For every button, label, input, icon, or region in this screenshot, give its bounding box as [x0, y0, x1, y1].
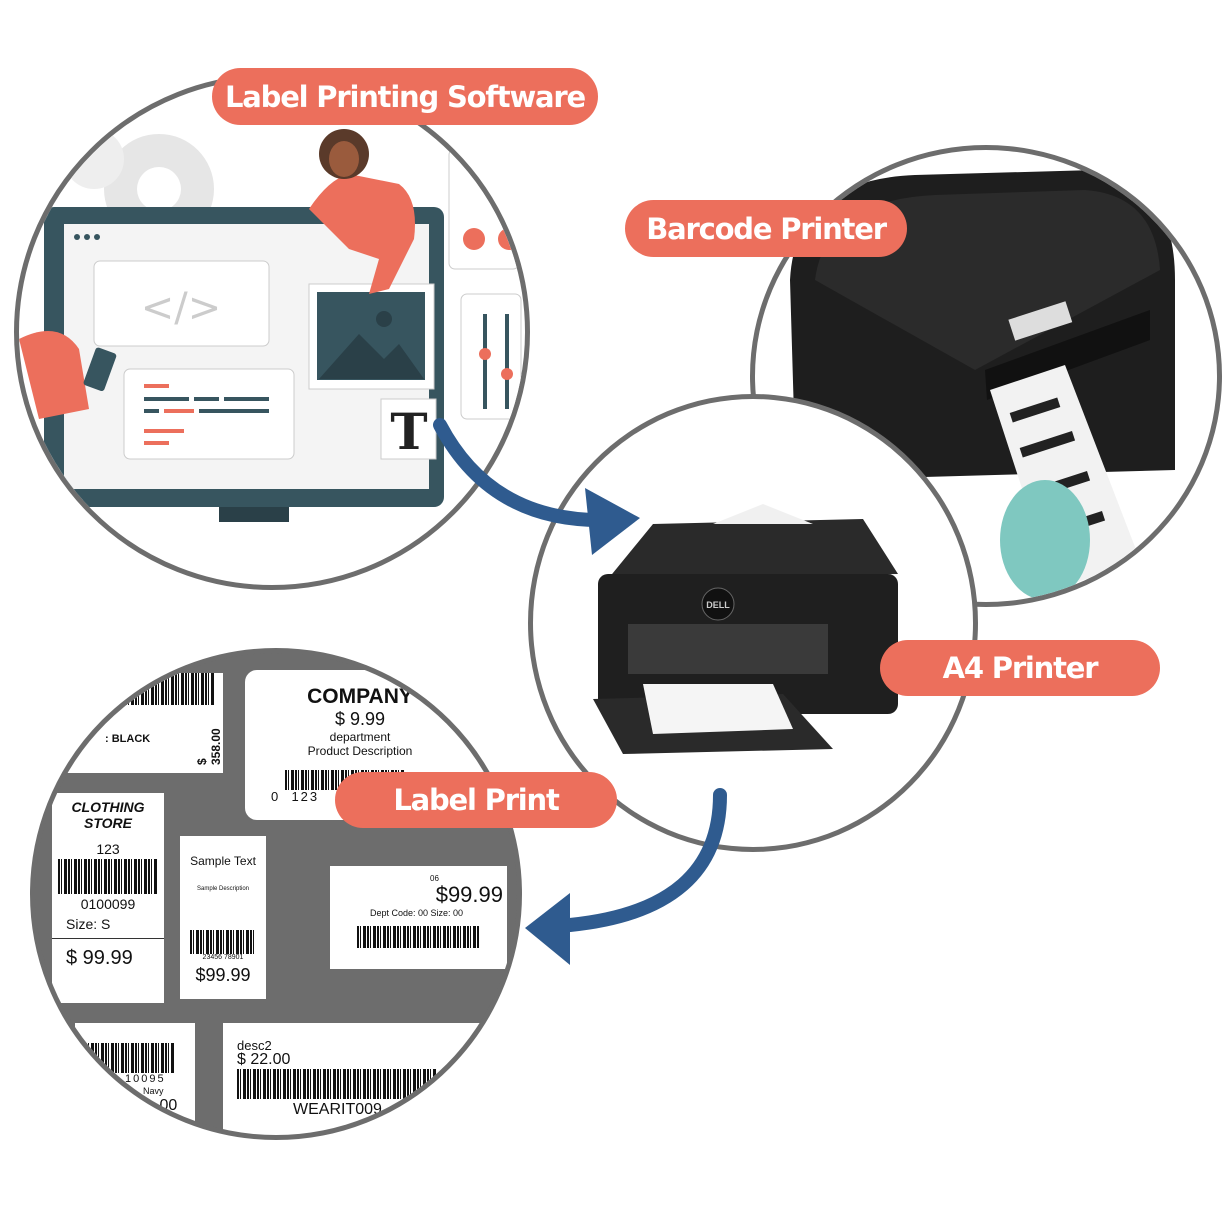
label-4-desc: Sample Description	[196, 886, 250, 892]
label-6-code: 10095	[125, 1073, 166, 1085]
label-7-code: WEARIT009	[293, 1101, 382, 1118]
code-icon: </>	[141, 285, 222, 331]
label-2-title: COMPANY	[307, 685, 413, 708]
label-3-code: 0100099	[80, 896, 136, 912]
label-7-desc: desc2	[237, 1038, 272, 1053]
label-5-dept: Dept Code: 00 Size: 00	[369, 908, 464, 918]
text-tool-icon: T	[390, 402, 427, 461]
a4-printer-image: DELL	[593, 504, 898, 754]
label-tag-6: 10095 Navy .00	[75, 1023, 195, 1123]
label-tag-7: desc2 $ 22.00 WEARIT009	[223, 1023, 483, 1135]
label-7-price: $ 22.00	[237, 1051, 291, 1068]
label-print-circle: : BLACK $ 358.00 COMPANY $ 9.99 departme…	[30, 648, 522, 1140]
label-5-price: $99.99	[435, 882, 503, 907]
label-1-color: : BLACK	[105, 733, 151, 745]
label-printing-software-label: Label Printing Software	[212, 68, 598, 125]
dell-logo: DELL	[706, 600, 730, 610]
label-6-color: Navy	[143, 1086, 164, 1096]
label-tag-5: 06 $99.99 Dept Code: 00 Size: 00	[330, 866, 507, 969]
label-2-price: $ 9.99	[334, 709, 386, 729]
arrowhead-2	[525, 893, 570, 965]
software-circle: </> T	[14, 74, 530, 590]
label-tag-1: : BLACK $ 358.00	[65, 673, 223, 773]
label-2-desc: Product Description	[307, 744, 413, 758]
a4-printer-label: A4 Printer	[880, 640, 1160, 696]
label-5-num: 06	[430, 874, 439, 883]
label-3-title2: STORE	[84, 815, 132, 831]
barcode-printer-label: Barcode Printer	[625, 200, 907, 257]
label-4-code: 23456 78901	[202, 954, 244, 961]
label-3-num: 123	[96, 841, 120, 857]
label-4-price: $99.99	[195, 965, 251, 985]
label-3-title1: CLOTHING	[71, 799, 145, 815]
label-4-title: Sample Text	[190, 854, 256, 868]
label-6-price: .00	[155, 1097, 178, 1114]
label-3-price: $ 99.99	[66, 947, 133, 969]
software-illustration: </> T	[19, 129, 522, 522]
label-2-code: 0 123	[271, 789, 320, 804]
label-2-dept: department	[329, 730, 391, 744]
label-3-size: Size: S	[66, 916, 111, 932]
label-tag-4: Sample Text Sample Description 23456 789…	[180, 836, 266, 999]
label-print-label: Label Print	[335, 772, 617, 828]
label-tag-3: CLOTHING STORE 123 0100099 Size: S $ 99.…	[52, 793, 164, 1003]
